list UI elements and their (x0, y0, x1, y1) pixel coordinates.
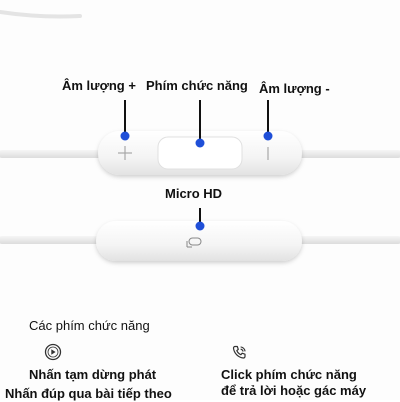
marker-function-key (195, 100, 205, 148)
micro-cable (0, 236, 400, 244)
top-cable-fragment (0, 10, 82, 19)
plus-symbol-icon (118, 146, 132, 160)
control-cable (0, 150, 400, 158)
feature-next-track: Nhấn đúp qua bài tiếp theo (5, 386, 172, 401)
marker-micro (195, 208, 205, 231)
microphone-icon (186, 237, 202, 248)
micro-remote (96, 221, 302, 261)
label-micro: Micro HD (165, 186, 223, 201)
feature-call-line2: để trả lời hoặc gác máy (221, 383, 367, 398)
feature-play-pause: Nhấn tạm dừng phát (29, 367, 157, 382)
feature-call-line1: Click phím chức năng (221, 367, 357, 382)
play-pause-icon (44, 343, 62, 361)
label-function-key: Phím chức năng (146, 78, 248, 93)
phone-call-icon (232, 345, 246, 359)
label-vol-plus: Âm lượng + (62, 78, 136, 93)
label-vol-minus: Âm lượng - (259, 81, 330, 96)
marker-vol-minus (263, 100, 273, 141)
features-title: Các phím chức năng (29, 318, 150, 333)
marker-vol-plus (120, 100, 130, 141)
